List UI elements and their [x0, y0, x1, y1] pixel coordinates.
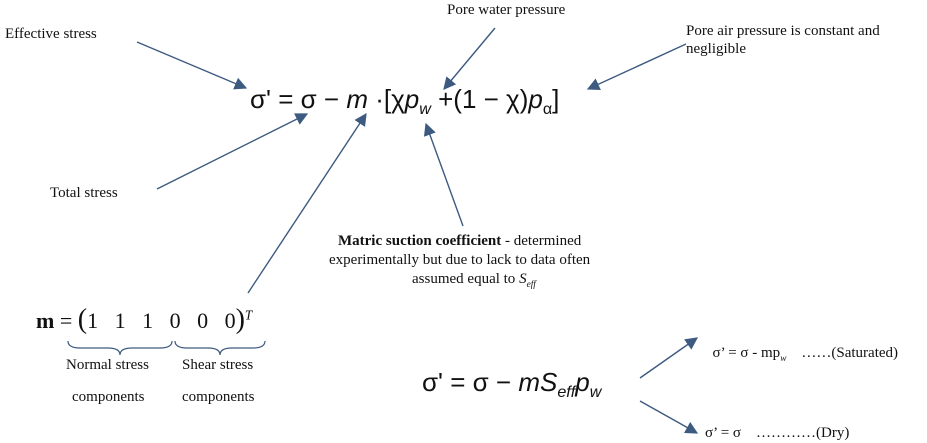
arrow-pore-air: [586, 43, 687, 90]
effective-stress-label: Effective stress: [5, 26, 97, 42]
eq-p-water: p: [404, 84, 420, 114]
eq-close-bracket: ]: [552, 84, 560, 114]
m-vector-symbol: m: [36, 308, 55, 333]
normal-stress-label-2: components: [72, 389, 145, 405]
pore-air-label-line2: negligible: [686, 41, 746, 57]
pore-water-pressure-label: Pore water pressure: [447, 2, 566, 18]
eq-close-paren: ): [519, 84, 529, 114]
eq-plus-one-minus: +(1 −: [430, 84, 507, 114]
main-equation: σ' = σ − m ·[χpw +(1 − χ)pα]: [250, 84, 559, 119]
m-vector-equation: m = (1 1 1 0 0 0)T: [36, 304, 252, 336]
eq-equals-sigma-minus: = σ −: [271, 84, 347, 114]
seff-s: S: [519, 271, 527, 287]
shear-stress-bracket: [174, 340, 266, 356]
arrow-pore-water: [443, 27, 496, 90]
eq-chi-2: χ: [506, 84, 520, 114]
second-eq-p: p: [575, 367, 590, 397]
eq-lhs: σ': [250, 84, 272, 114]
second-eq-lhs: σ' = σ −: [422, 367, 519, 397]
eq-w-sub: w: [419, 100, 431, 119]
arrow-total-stress: [156, 113, 309, 190]
dry-case: σ’ = σ …………(Dry): [705, 425, 850, 441]
m-vector-equals: =: [54, 308, 78, 333]
matric-line3: assumed equal to Seff: [412, 270, 536, 294]
eq-alpha-sub: α: [542, 100, 553, 119]
matric-line2: experimentally but due to lack to data o…: [329, 252, 591, 268]
saturated-sub: w: [780, 354, 787, 364]
second-eq-w: w: [589, 383, 602, 402]
normal-stress-label-1: Normal stress: [66, 357, 149, 373]
arrow-saturated: [639, 337, 699, 379]
m-vector-transpose: T: [244, 307, 253, 323]
total-stress-label: Total stress: [50, 185, 118, 201]
m-vector-close: ): [235, 304, 245, 335]
shear-stress-label-2: components: [182, 389, 255, 405]
eq-m: m: [346, 84, 368, 114]
m-vector-values: 1 1 1 0 0 0: [87, 308, 236, 333]
normal-stress-bracket: [67, 340, 173, 356]
pore-air-label-line1: Pore air pressure is constant and: [686, 23, 880, 39]
saturated-suffix: ……(Saturated): [786, 345, 899, 361]
eq-chi: χ: [391, 84, 405, 114]
matric-line1: Matric suction coefficient - determined: [338, 232, 581, 250]
eq-p-air: p: [528, 84, 543, 114]
eq-dot-bracket: ·[: [368, 84, 392, 114]
arrow-m-vector: [247, 112, 367, 294]
seff-sub: eff: [526, 280, 536, 290]
arrow-effective-stress: [136, 41, 248, 90]
arrow-dry: [639, 400, 699, 434]
saturated-case: σ’ = σ - mpw ……(Saturated): [705, 326, 899, 368]
matric-line3-text: assumed equal to: [412, 271, 520, 287]
second-eq-s: S: [540, 367, 558, 397]
second-eq-eff: eff: [557, 383, 576, 402]
shear-stress-label-1: Shear stress: [182, 357, 254, 373]
second-equation: σ' = σ − mSeffpw: [422, 367, 601, 402]
matric-rest: - determined: [501, 233, 582, 249]
arrow-matric-suction: [423, 122, 464, 227]
matric-bold: Matric suction coefficient: [338, 233, 502, 249]
second-eq-m: m: [518, 367, 540, 397]
saturated-text: σ’ = σ - mp: [712, 345, 781, 361]
m-vector-open: (: [77, 304, 88, 335]
